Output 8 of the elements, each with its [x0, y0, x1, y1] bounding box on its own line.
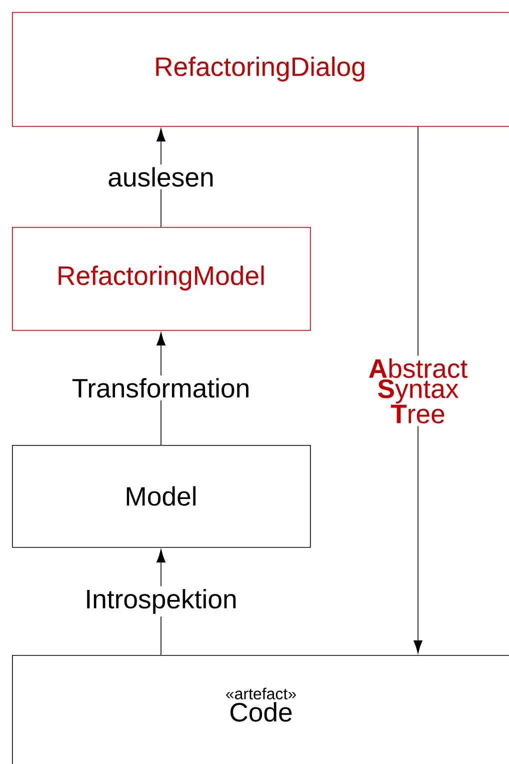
- edge-label: auslesen: [108, 167, 213, 187]
- class-box: RefactoringModel: [12, 227, 311, 331]
- artefact-box: «artefact» Code: [12, 655, 509, 764]
- class-box: RefactoringDialog: [12, 12, 509, 127]
- class-box: Model: [12, 445, 311, 548]
- edge-label: Transformation: [72, 378, 248, 398]
- edge-label: Introspektion: [87, 588, 236, 614]
- edge-label: Abstract Syntax Tree: [369, 358, 468, 424]
